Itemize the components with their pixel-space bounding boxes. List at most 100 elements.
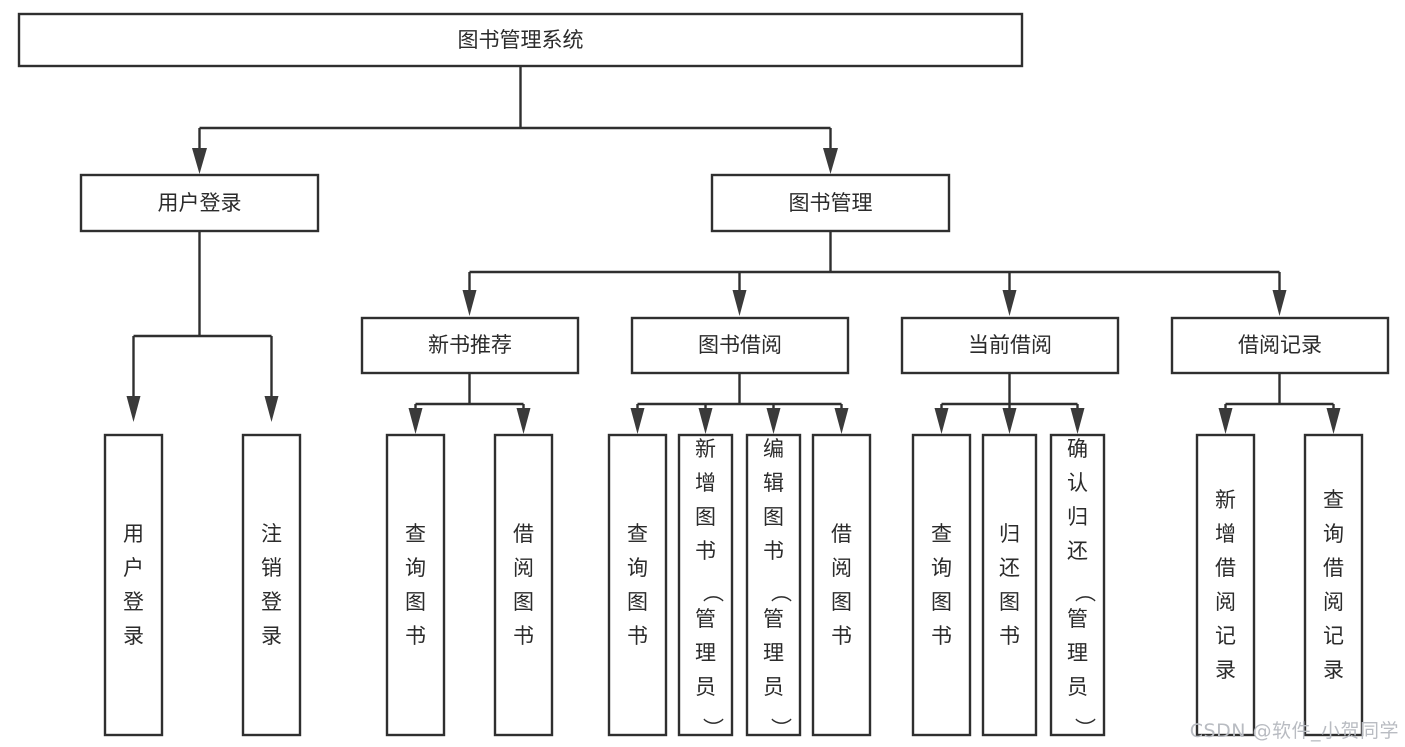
vertical-label-char: 记 (1323, 624, 1344, 648)
vertical-label-char: 认 (1067, 471, 1088, 495)
leaf-user-login[interactable]: 用户登录 (103, 433, 164, 737)
vertical-label-char: 书 (931, 624, 952, 648)
node-root-label: 图书管理系统 (458, 28, 584, 52)
vertical-label-char: 管 (1067, 607, 1088, 631)
vertical-label-char: 图 (405, 590, 426, 614)
vertical-label-char: ） (1073, 718, 1097, 739)
vertical-label-char: 注 (261, 522, 282, 546)
vertical-label-char: 借 (1215, 556, 1236, 580)
vertical-label-char: 员 (763, 675, 784, 699)
leaf-confirm-return-box[interactable] (1049, 433, 1106, 737)
vertical-label-char: 书 (627, 624, 648, 648)
node-book-borrow-box[interactable] (630, 316, 850, 375)
vertical-label-char: 询 (405, 556, 426, 580)
vertical-label-char: 用 (123, 522, 144, 546)
node-borrow-record-box[interactable] (1170, 316, 1390, 375)
arrowhead-leaf-borrow-book-2 (834, 408, 849, 434)
leaf-query-book-1-box[interactable] (385, 433, 446, 737)
arrowhead-user-login (192, 148, 207, 174)
node-book-manage-box[interactable] (710, 173, 951, 233)
node-borrow-record[interactable]: 借阅记录 (1170, 316, 1390, 375)
node-current-borrow[interactable]: 当前借阅 (900, 316, 1120, 375)
vertical-label-char: 图 (763, 505, 784, 529)
node-book-manage[interactable]: 图书管理 (710, 173, 951, 233)
vertical-label-char: 新 (695, 437, 716, 461)
leaf-query-record-box[interactable] (1303, 433, 1364, 737)
vertical-label-char: 书 (513, 624, 534, 648)
vertical-label-char: 还 (999, 556, 1020, 580)
node-user-login-box[interactable] (79, 173, 320, 233)
vertical-label-char: 销 (261, 556, 282, 580)
node-book-borrow[interactable]: 图书借阅 (630, 316, 850, 375)
vertical-label-char: （ (701, 582, 725, 603)
leaf-borrow-book-1-box[interactable] (493, 433, 554, 737)
arrowhead-leaf-query-record (1326, 408, 1341, 434)
leaf-borrow-book-2-box[interactable] (811, 433, 872, 737)
vertical-label-char: 阅 (1215, 590, 1236, 614)
arrowhead-borrow-record (1272, 290, 1287, 316)
node-user-login[interactable]: 用户登录 (79, 173, 320, 233)
vertical-label-char: 询 (1323, 522, 1344, 546)
vertical-label-char: 图 (999, 590, 1020, 614)
vertical-label-char: 理 (763, 641, 784, 665)
vertical-label-char: 查 (405, 522, 426, 546)
vertical-label-char: 辑 (763, 471, 784, 495)
vertical-label-char: 户 (123, 556, 144, 580)
connector-layer (126, 67, 1341, 434)
node-book-manage-label: 图书管理 (789, 191, 873, 215)
arrowhead-leaf-borrow-book-1 (516, 408, 531, 434)
leaf-user-login-box[interactable] (103, 433, 164, 737)
node-new-book-rec-box[interactable] (360, 316, 580, 375)
vertical-label-char: 书 (695, 539, 716, 563)
leaf-query-book-2-box[interactable] (607, 433, 668, 737)
leaf-edit-book-box[interactable] (745, 433, 802, 737)
leaf-user-login-label-group: 用户登录 (123, 522, 144, 648)
leaf-query-book-3-box[interactable] (911, 433, 972, 737)
leaf-add-book-box[interactable] (677, 433, 734, 737)
node-current-borrow-box[interactable] (900, 316, 1120, 375)
vertical-label-char: 增 (1215, 522, 1236, 546)
vertical-label-char: 归 (999, 522, 1020, 546)
arrowhead-leaf-confirm-return (1070, 408, 1085, 434)
node-new-book-rec[interactable]: 新书推荐 (360, 316, 580, 375)
node-current-borrow-label: 当前借阅 (968, 333, 1052, 357)
arrowhead-current-borrow (1002, 290, 1017, 316)
arrowhead-new-book-rec (462, 290, 477, 316)
vertical-label-char: 理 (695, 641, 716, 665)
vertical-label-char: 管 (695, 607, 716, 631)
leaf-return-book-box[interactable] (981, 433, 1038, 737)
leaf-add-record-box[interactable] (1195, 433, 1256, 737)
vertical-label-char: 录 (1215, 658, 1236, 682)
node-root[interactable]: 图书管理系统 (17, 12, 1024, 68)
vertical-label-char: 借 (513, 522, 534, 546)
vertical-label-char: 查 (627, 522, 648, 546)
vertical-label-char: 阅 (831, 556, 852, 580)
vertical-label-char: 编 (763, 437, 784, 461)
vertical-label-char: 图 (931, 590, 952, 614)
vertical-label-char: 图 (627, 590, 648, 614)
arrowhead-leaf-add-book (698, 408, 713, 434)
leaf-user-logout-box[interactable] (241, 433, 302, 737)
node-root-box[interactable] (17, 12, 1024, 68)
arrowhead-book-manage (823, 148, 838, 174)
